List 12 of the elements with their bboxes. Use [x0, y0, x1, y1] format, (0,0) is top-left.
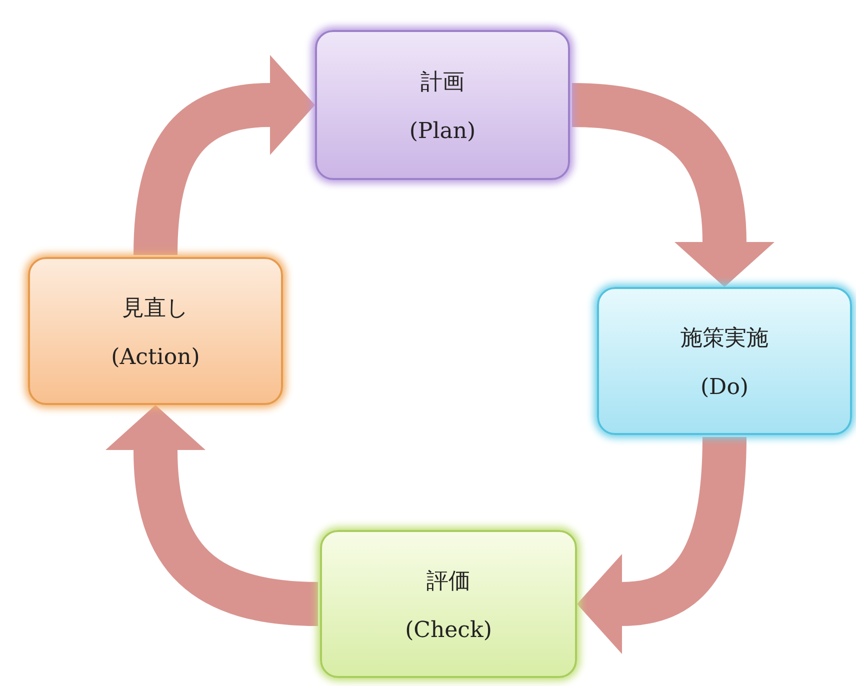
process-box [320, 530, 577, 678]
process-box [28, 257, 283, 405]
step-subtitle: (Check) [405, 618, 492, 642]
step-title: 見直し [122, 294, 189, 322]
step-title: 施策実施 [680, 324, 768, 352]
step-title: 評価 [426, 568, 470, 596]
step-subtitle: (Plan) [409, 118, 476, 144]
step-title: 計画 [420, 68, 464, 96]
process-box [597, 287, 852, 435]
step-subtitle: (Do) [700, 374, 749, 400]
step-subtitle: (Action) [111, 344, 200, 370]
process-box [315, 30, 570, 180]
